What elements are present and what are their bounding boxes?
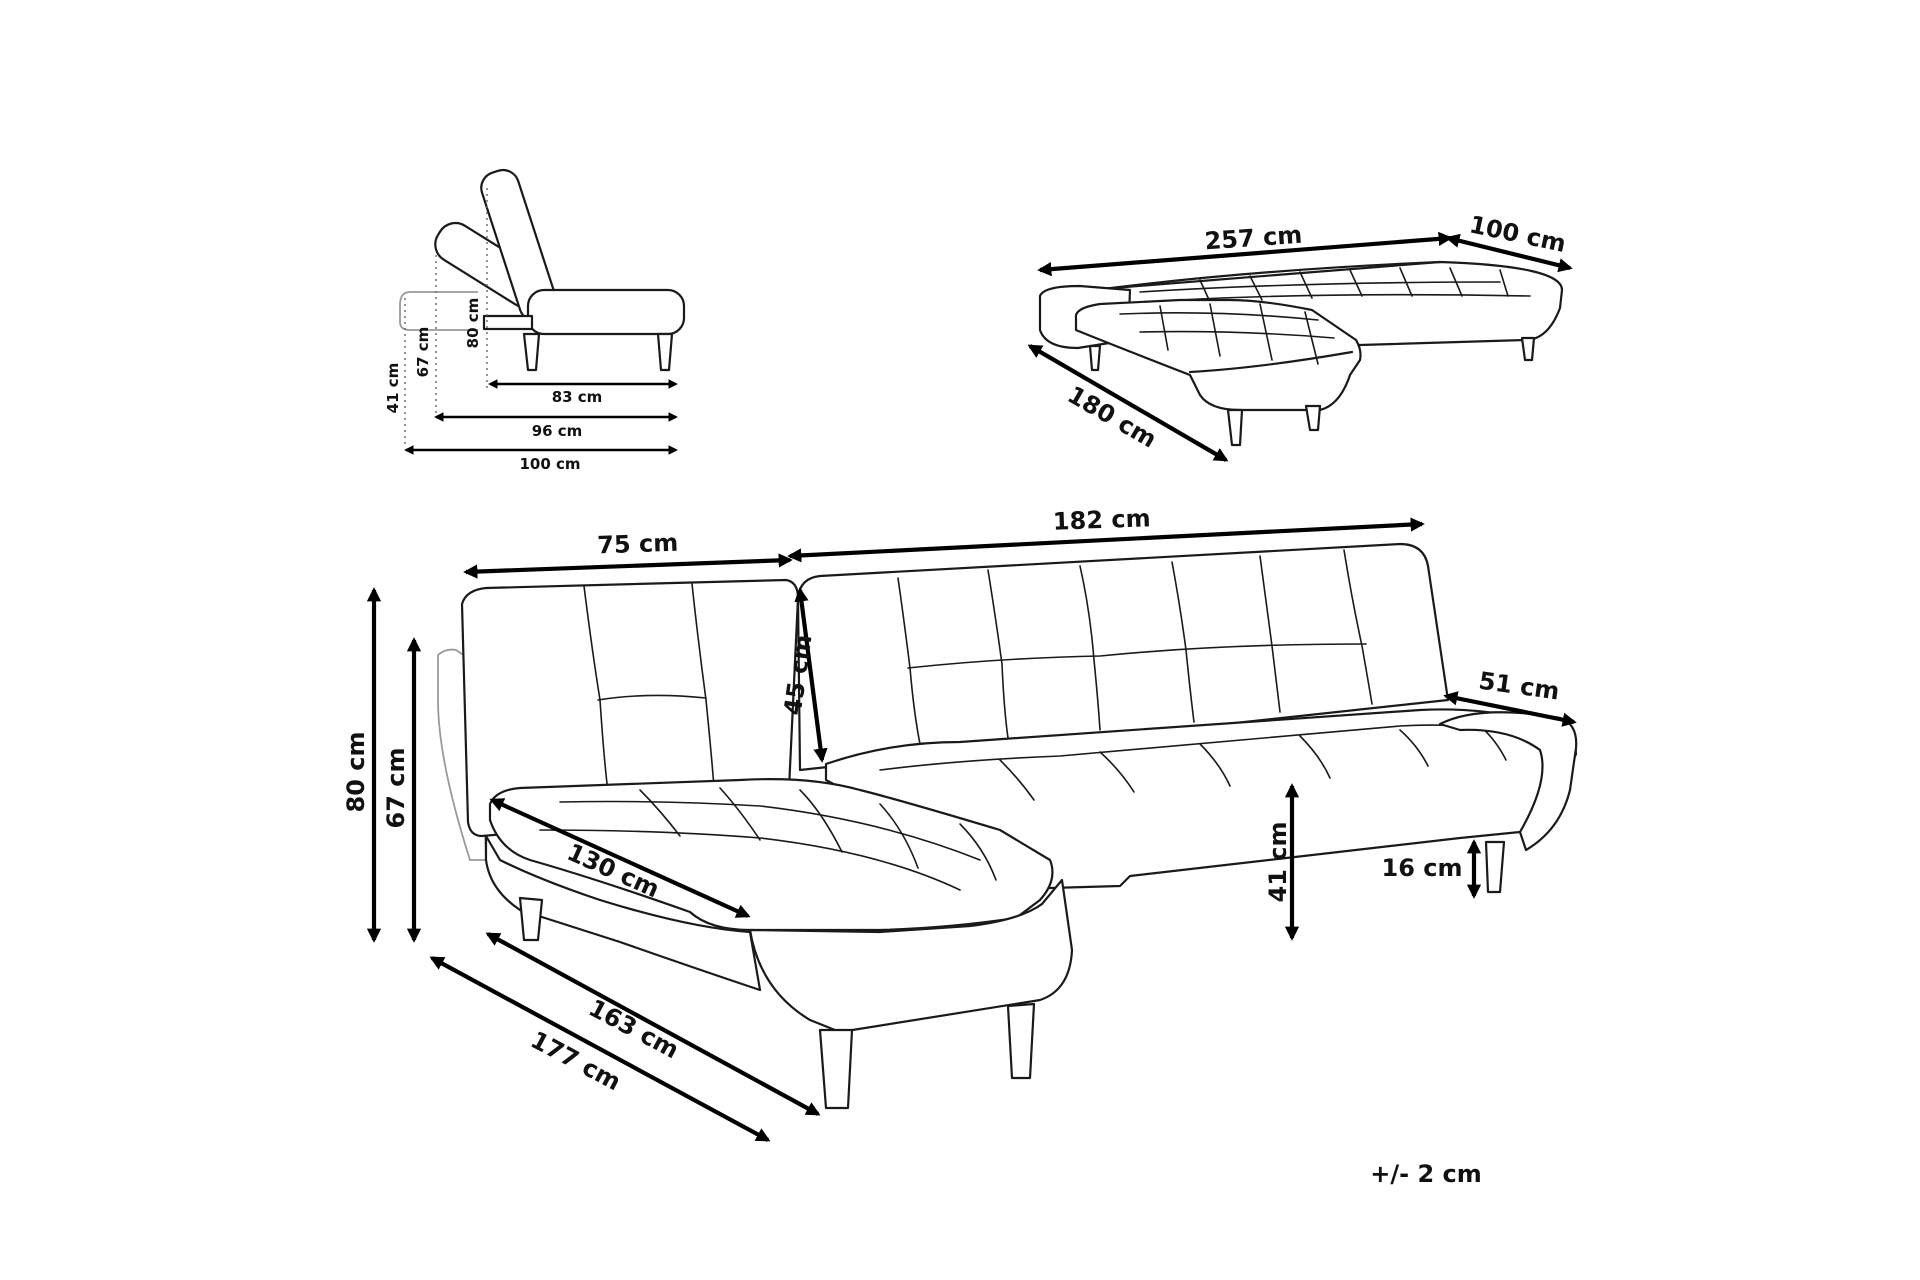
side-depth-mid-label: 96 cm [532,422,583,440]
side-view-dimensions [404,379,678,455]
height-back-label: 67 cm [382,748,410,829]
front-view-dimensions [366,517,1577,1142]
armrest-depth-label: 51 cm [1477,667,1561,706]
chaise-length-inner-label: 163 cm [584,994,683,1065]
side-depth-reclined-label: 100 cm [519,455,580,473]
top-view-dimensions [1027,231,1573,462]
side-height-backrest-label: 80 cm [464,298,482,349]
top-length-total-label: 257 cm [1204,221,1303,256]
height-total-label: 80 cm [342,732,370,813]
leg-height-label: 16 cm [1382,854,1463,882]
side-height-upright-label: 67 cm [414,327,432,378]
sofa-width-label: 182 cm [1052,504,1151,535]
side-depth-seat-label: 83 cm [552,388,603,406]
side-height-seat-label: 41 cm [384,363,402,414]
seat-height-label: 41 cm [1264,822,1292,903]
chaise-width-label: 75 cm [597,529,679,560]
tolerance-note: +/- 2 cm [1370,1160,1481,1188]
side-view-drawing [399,168,686,445]
top-depth-label: 100 cm [1467,210,1568,258]
